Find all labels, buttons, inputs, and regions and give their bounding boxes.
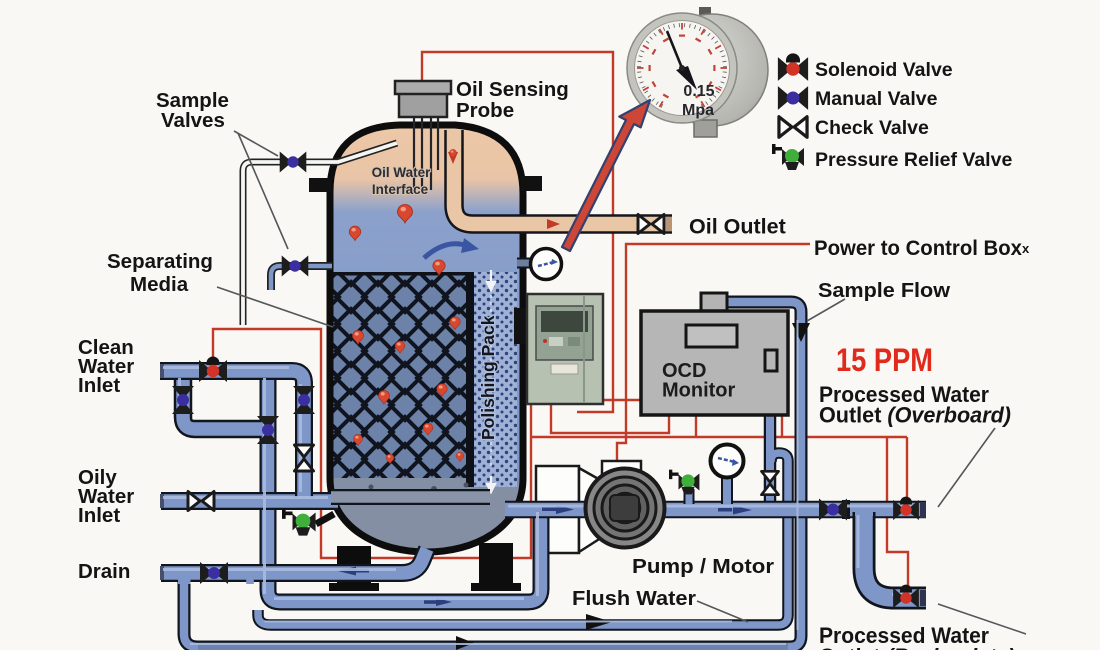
svg-text:Water: Water bbox=[78, 355, 134, 378]
svg-text:OCD: OCD bbox=[662, 360, 706, 382]
svg-text:Drain: Drain bbox=[78, 560, 130, 583]
svg-text:Oil Outlet: Oil Outlet bbox=[689, 215, 786, 239]
svg-text:Sample: Sample bbox=[156, 89, 229, 112]
svg-text:Processed Water: Processed Water bbox=[819, 382, 989, 407]
svg-text:Valves: Valves bbox=[161, 109, 225, 132]
svg-text:Interface: Interface bbox=[372, 182, 429, 197]
svg-text:x: x bbox=[1022, 241, 1030, 256]
svg-text:15 PPM: 15 PPM bbox=[836, 342, 933, 378]
svg-text:Outlet (Overboard): Outlet (Overboard) bbox=[819, 403, 1011, 428]
svg-text:Flush Water: Flush Water bbox=[572, 587, 696, 610]
svg-text:Solenoid Valve: Solenoid Valve bbox=[815, 59, 953, 81]
svg-text:Monitor: Monitor bbox=[662, 380, 736, 402]
svg-text:Inlet: Inlet bbox=[78, 504, 120, 527]
svg-text:Sample Flow: Sample Flow bbox=[818, 280, 950, 302]
svg-text:Inlet: Inlet bbox=[78, 374, 120, 397]
svg-text:Mpa: Mpa bbox=[682, 102, 714, 119]
svg-text:Pressure Relief Valve: Pressure Relief Valve bbox=[815, 149, 1012, 171]
svg-text:Manual Valve: Manual Valve bbox=[815, 88, 938, 110]
svg-text:Media: Media bbox=[130, 273, 189, 296]
svg-text:Oil Water: Oil Water bbox=[372, 165, 432, 180]
svg-text:Water: Water bbox=[78, 485, 134, 508]
svg-text:Processed Water: Processed Water bbox=[819, 623, 989, 648]
svg-text:Outlet (Recirculate): Outlet (Recirculate) bbox=[819, 644, 1015, 650]
svg-text:Separating: Separating bbox=[107, 250, 213, 273]
svg-text:Oil Sensing: Oil Sensing bbox=[456, 78, 569, 101]
svg-text:Clean: Clean bbox=[78, 336, 134, 359]
svg-text:Power to Control Box: Power to Control Box bbox=[814, 237, 1022, 260]
svg-text:Check Valve: Check Valve bbox=[815, 117, 929, 139]
svg-text:Probe: Probe bbox=[456, 99, 514, 122]
svg-text:0.15: 0.15 bbox=[683, 83, 714, 100]
svg-text:Polishing Pack: Polishing Pack bbox=[478, 315, 498, 440]
svg-text:Oily: Oily bbox=[78, 466, 117, 489]
svg-text:Pump / Motor: Pump / Motor bbox=[632, 555, 774, 578]
